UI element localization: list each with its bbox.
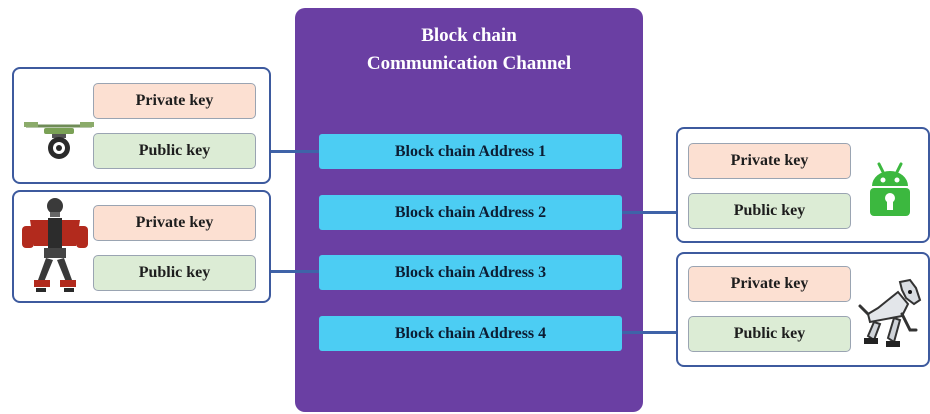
channel-title: Block chain Communication Channel bbox=[295, 22, 643, 78]
blockchain-address-3: Block chain Address 3 bbox=[319, 255, 622, 290]
humanoid-robot-icon bbox=[22, 198, 88, 292]
connector-device-1 bbox=[259, 150, 319, 153]
android-lock-icon bbox=[870, 162, 910, 216]
channel-title-line-1: Block chain bbox=[421, 25, 517, 46]
connector-device-4 bbox=[622, 331, 688, 334]
private-key-box: Private key bbox=[688, 266, 851, 302]
public-key-box: Public key bbox=[688, 193, 851, 229]
public-key-box: Public key bbox=[688, 316, 851, 352]
connector-device-3 bbox=[622, 211, 688, 214]
channel-title-line-2: Communication Channel bbox=[366, 53, 572, 74]
public-key-box: Public key bbox=[93, 255, 256, 291]
private-key-box: Private key bbox=[688, 143, 851, 179]
blockchain-address-4: Block chain Address 4 bbox=[319, 316, 622, 351]
blockchain-address-1: Block chain Address 1 bbox=[319, 134, 622, 169]
robot-dog-icon bbox=[858, 278, 922, 347]
private-key-box: Private key bbox=[93, 83, 256, 119]
blockchain-address-2: Block chain Address 2 bbox=[319, 195, 622, 230]
private-key-box: Private key bbox=[93, 205, 256, 241]
connector-device-2 bbox=[259, 270, 319, 273]
drone-icon bbox=[24, 122, 94, 159]
public-key-box: Public key bbox=[93, 133, 256, 169]
